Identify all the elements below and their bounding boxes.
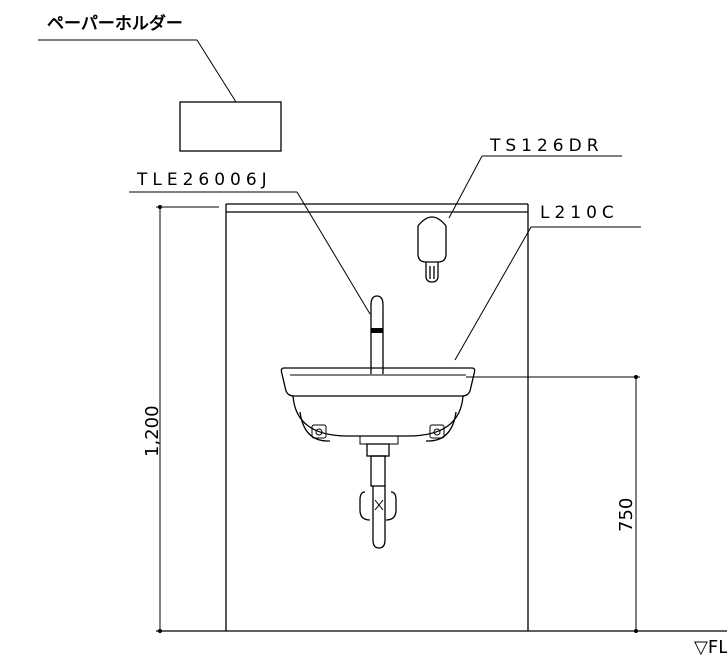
total-height-value: 1,200 — [142, 405, 163, 457]
faucet-shape — [370, 295, 384, 374]
drain-trap-shape — [359, 443, 397, 549]
wall-panel — [225, 203, 529, 631]
basin-height-value: 750 — [616, 498, 637, 532]
soap-dispenser-leader — [448, 155, 483, 219]
soap-dispenser-callout: TS126DR — [448, 136, 622, 219]
basin-callout: L210C — [454, 203, 641, 361]
basin-label: L210C — [540, 203, 619, 223]
paper-holder-label: ペーパーホルダー — [47, 13, 183, 34]
basin-height-dimension: 750 — [616, 377, 637, 631]
paper-holder-leader — [196, 39, 237, 103]
paper-holder-callout: ペーパーホルダー — [38, 13, 237, 103]
basin-leader — [454, 226, 532, 361]
faucet-callout: TLE26006J — [129, 170, 371, 315]
soap-dispenser-shape — [417, 216, 447, 283]
paper-holder-shape — [179, 101, 282, 152]
faucet-leader — [296, 191, 371, 315]
total-height-dimension: 1,200 — [142, 205, 219, 631]
basin-shape — [280, 367, 476, 445]
floor-line — [156, 629, 727, 633]
floor-label: ▽FL — [694, 637, 727, 658]
soap-dispenser-label: TS126DR — [489, 136, 604, 156]
faucet-sensor — [371, 328, 383, 333]
faucet-label: TLE26006J — [136, 170, 272, 190]
